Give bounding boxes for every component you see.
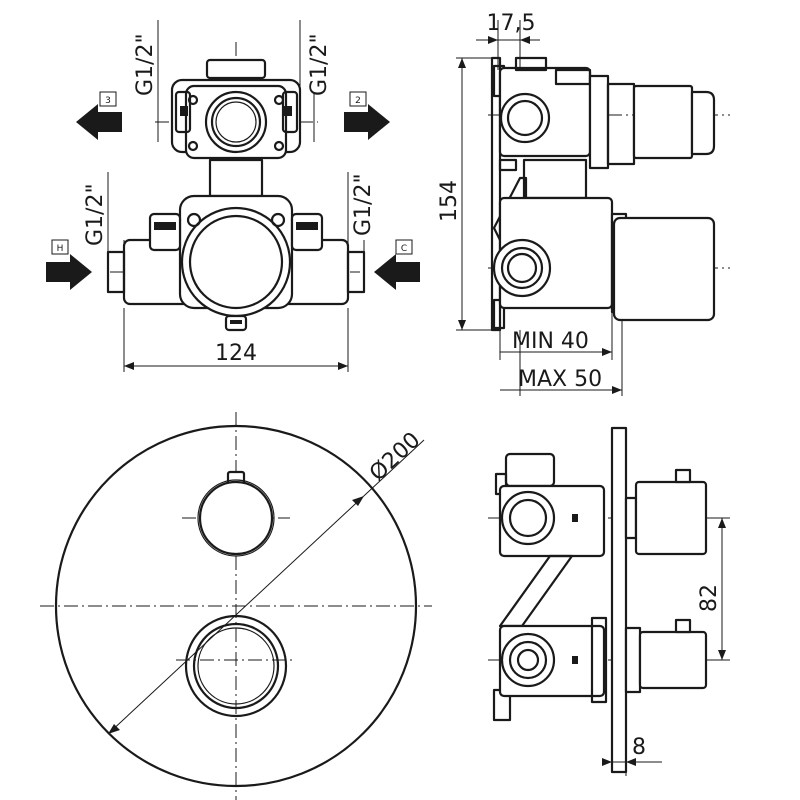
port-arrow-2: 2 <box>344 91 390 140</box>
dim-width-124: 124 <box>215 341 257 366</box>
faceplate-view <box>40 412 432 800</box>
port-label-2: 2 <box>355 96 361 106</box>
dim-g-top-right: G1/2" <box>307 33 332 96</box>
dim-diameter-200: Ø200 <box>365 428 425 487</box>
arrow-right-icon <box>46 254 92 290</box>
side-view <box>488 56 730 332</box>
dim-min-40: MIN 40 <box>512 329 589 354</box>
side-plate-view <box>488 426 730 774</box>
side-plate-dimensions <box>602 517 730 776</box>
arrow-right-icon <box>344 104 390 140</box>
port-label-3: 3 <box>105 96 111 106</box>
dim-g-top-left: G1/2" <box>133 33 158 96</box>
dim-max-50: MAX 50 <box>518 367 602 392</box>
front-view-dimensions <box>107 20 365 372</box>
side-view-dimensions <box>456 20 623 396</box>
dim-height-154: 154 <box>437 180 462 222</box>
dim-plate-8: 8 <box>632 735 646 760</box>
port-label-hot: H <box>57 244 64 254</box>
dim-g-bottom-right: G1/2" <box>351 173 376 236</box>
dim-depth-17-5: 17,5 <box>487 11 536 36</box>
arrow-left-icon <box>374 254 420 290</box>
dim-g-bottom-left: G1/2" <box>83 183 108 246</box>
dim-spacing-82: 82 <box>697 584 722 612</box>
front-view <box>106 42 366 332</box>
port-arrow-3: 3 <box>76 91 122 140</box>
port-arrow-hot: H <box>46 239 92 290</box>
port-label-cold: C <box>401 244 407 254</box>
port-arrow-cold: C <box>374 239 420 290</box>
arrow-left-icon <box>76 104 122 140</box>
